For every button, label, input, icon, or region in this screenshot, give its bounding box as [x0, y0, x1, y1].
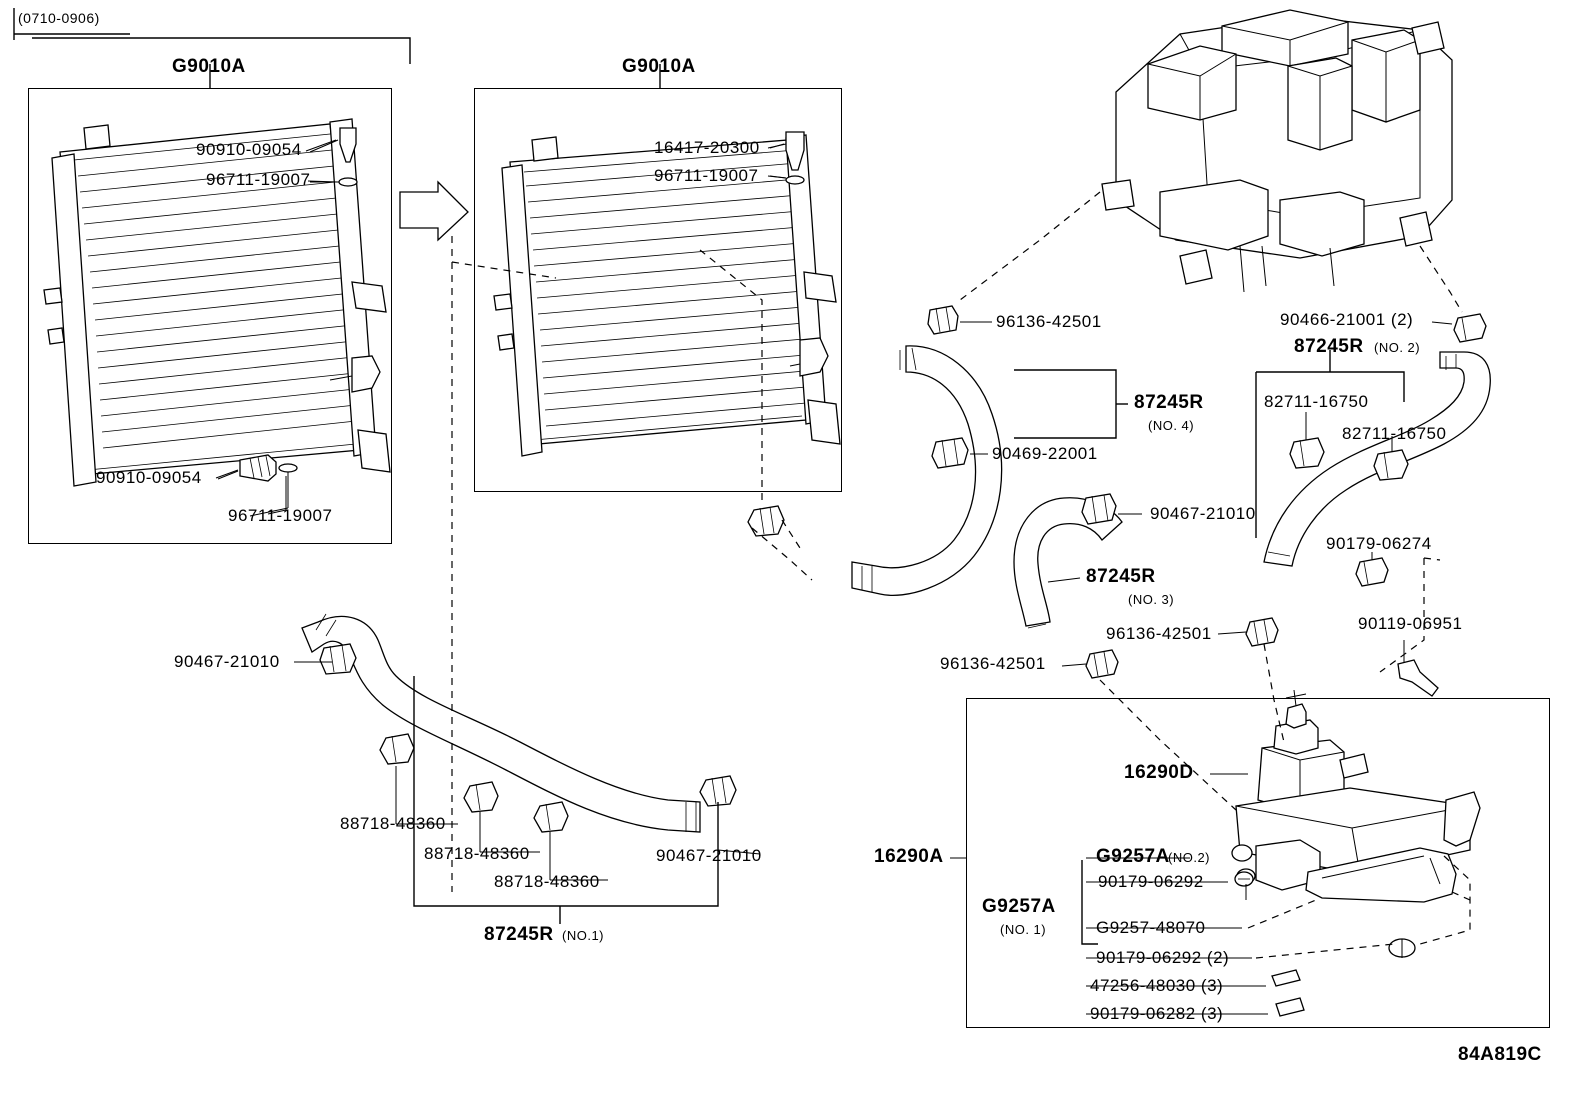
part-label-96711-19007-bottom: 96711-19007 — [228, 506, 333, 525]
part-label-90179-06282: 90179-06282 (3) — [1090, 1004, 1224, 1023]
part-label-96136-42501-upper: 96136-42501 — [996, 312, 1102, 331]
part-label-90119-06951: 90119-06951 — [1358, 614, 1463, 633]
part-label-82711-16750-a: 82711-16750 — [1264, 392, 1369, 411]
part-label-82711-16750-b: 82711-16750 — [1342, 424, 1447, 443]
part-label-16290D: 16290D — [1124, 762, 1194, 783]
condenser-left-panel — [28, 88, 392, 544]
panel-title-condenser-left: G9010A — [172, 56, 246, 77]
part-label-47256-48030: 47256-48030 (3) — [1090, 976, 1224, 995]
part-label-88718-48360-a: 88718-48360 — [340, 814, 446, 833]
part-label-87245R-no2: 87245R — [1294, 336, 1364, 357]
part-label-87245R-no1: 87245R — [484, 924, 554, 945]
part-label-88718-48360-b: 88718-48360 — [424, 844, 530, 863]
group-label-G9257A: G9257A — [982, 896, 1056, 917]
part-label-96711-19007-top: 96711-19007 — [206, 170, 311, 189]
date-range-label: (0710-0906) — [18, 10, 100, 26]
part-label-G9257A-no2: G9257A — [1096, 846, 1170, 867]
part-label-90179-06292-b: 90179-06292 (2) — [1096, 948, 1230, 967]
part-sub-G9257A-no2: (NO.2) — [1168, 850, 1210, 865]
part-label-16417-20300: 16417-20300 — [654, 138, 760, 157]
part-label-87245R-no4: 87245R — [1134, 392, 1204, 413]
part-sub-no4: (NO. 4) — [1148, 418, 1195, 433]
part-sub-no3: (NO. 3) — [1128, 592, 1175, 607]
part-label-90466-21001: 90466-21001 (2) — [1280, 310, 1414, 329]
panel-title-condenser-right: G9010A — [622, 56, 696, 77]
part-sub-no2: (NO. 2) — [1374, 340, 1421, 355]
part-label-90467-21010-no3: 90467-21010 — [1150, 504, 1256, 523]
part-label-96136-42501-mid-right: 96136-42501 — [1106, 624, 1212, 643]
part-label-87245R-no3: 87245R — [1086, 566, 1156, 587]
part-label-96711-19007-right: 96711-19007 — [654, 166, 759, 185]
part-label-88718-48360-c: 88718-48360 — [494, 872, 600, 891]
part-label-96136-42501-mid-left: 96136-42501 — [940, 654, 1046, 673]
inverter-panel — [966, 698, 1550, 1028]
part-label-16290A: 16290A — [874, 846, 944, 867]
part-label-G9257-48070: G9257-48070 — [1096, 918, 1206, 937]
figure-code: 84A819C — [1458, 1044, 1542, 1065]
part-label-90467-21010-right: 90467-21010 — [656, 846, 762, 865]
part-label-90469-22001: 90469-22001 — [992, 444, 1098, 463]
condenser-right-panel — [474, 88, 842, 492]
part-label-90467-21010-left: 90467-21010 — [174, 652, 280, 671]
part-label-90910-09054-top: 90910-09054 — [196, 140, 302, 159]
part-label-90179-06292-a: 90179-06292 — [1098, 872, 1204, 891]
part-sub-no1: (NO.1) — [562, 928, 604, 943]
part-label-90179-06274: 90179-06274 — [1326, 534, 1432, 553]
part-label-90910-09054-bottom: 90910-09054 — [96, 468, 202, 487]
group-sub-G9257A: (NO. 1) — [1000, 922, 1047, 937]
